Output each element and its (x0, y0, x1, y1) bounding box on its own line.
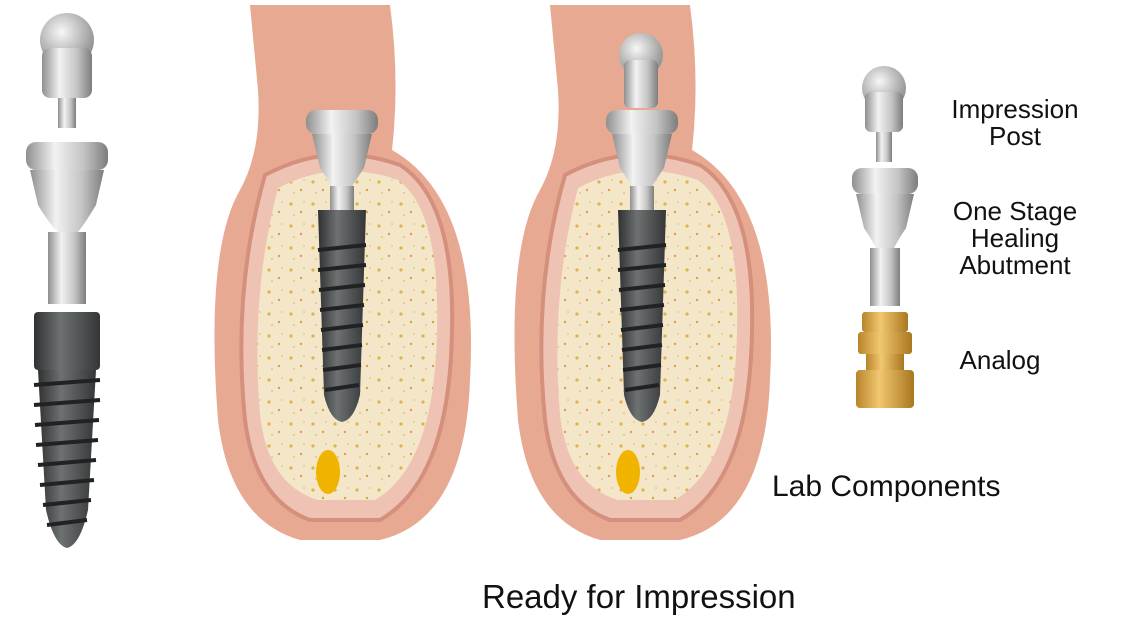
healing-abutment-label-line-1: One Stage (930, 198, 1100, 225)
jaw-section-healing (214, 5, 471, 540)
lab-components-stack (852, 66, 918, 408)
exploded-implant-assembly (26, 13, 108, 548)
healing-abutment-part (26, 142, 108, 304)
analog-label: Analog (945, 347, 1055, 374)
impression-post-label: Impression Post (935, 96, 1095, 150)
ready-for-impression-caption: Ready for Impression (482, 578, 796, 616)
healing-abutment-component (852, 168, 918, 306)
healing-abutment-label: One Stage Healing Abutment (930, 198, 1100, 279)
impression-post-part (40, 13, 94, 128)
jaw-section-impression (514, 5, 771, 540)
implant-fixture-part (34, 312, 100, 548)
impression-post-component (862, 66, 906, 162)
impression-post-label-line-2: Post (935, 123, 1095, 150)
lab-components-caption: Lab Components (772, 470, 1001, 504)
analog-component (856, 312, 914, 408)
healing-abutment-label-line-2: Healing (930, 225, 1100, 252)
healing-abutment-label-line-3: Abutment (930, 252, 1100, 279)
impression-post-label-line-1: Impression (935, 96, 1095, 123)
